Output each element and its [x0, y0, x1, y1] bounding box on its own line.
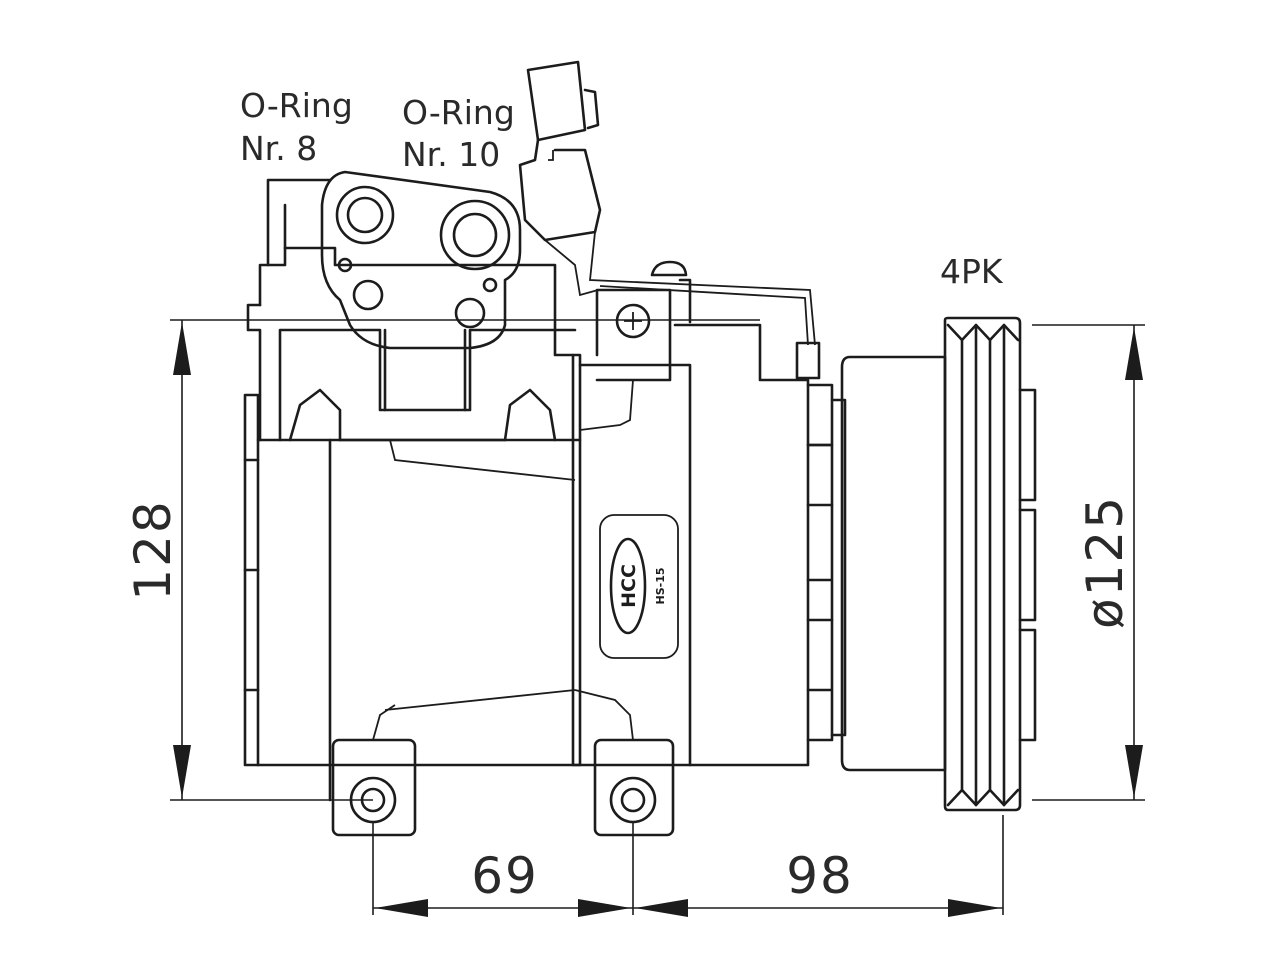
oring-8-line1: O-Ring [240, 86, 353, 125]
oring-10-line2: Nr. 10 [402, 135, 500, 174]
electrical-connector [518, 60, 821, 380]
oring-8-label: O-Ring Nr. 8 [240, 86, 353, 168]
oring-10-label: O-Ring Nr. 10 [402, 93, 515, 174]
oring-10-line1: O-Ring [402, 93, 515, 132]
brand-logo: HCC [618, 564, 640, 608]
extension-lines [170, 319, 1145, 915]
head-block [246, 170, 582, 442]
model-label: HS-15 [654, 567, 667, 604]
mounting-lug-left [331, 704, 417, 837]
oring-8-line2: Nr. 8 [240, 129, 317, 168]
nameplate: HCC HS-15 [599, 514, 679, 659]
diameter-dimension: ø125 [1076, 325, 1143, 800]
diameter-value: ø125 [1076, 495, 1134, 629]
pulley-offset-dimension: 98 [633, 847, 1003, 917]
pulley-offset-value: 98 [786, 847, 854, 905]
belt-profile-label: 4PK [940, 252, 1004, 291]
height-value: 128 [124, 499, 182, 600]
rear-housing [243, 393, 582, 802]
mount-spacing-value: 69 [471, 847, 539, 905]
mount-spacing-dimension: 69 [373, 847, 633, 917]
clutch-pulley [840, 316, 1037, 812]
front-housing [571, 288, 847, 767]
mounting-lug-right [574, 689, 675, 837]
height-dimension: 128 [124, 320, 191, 800]
